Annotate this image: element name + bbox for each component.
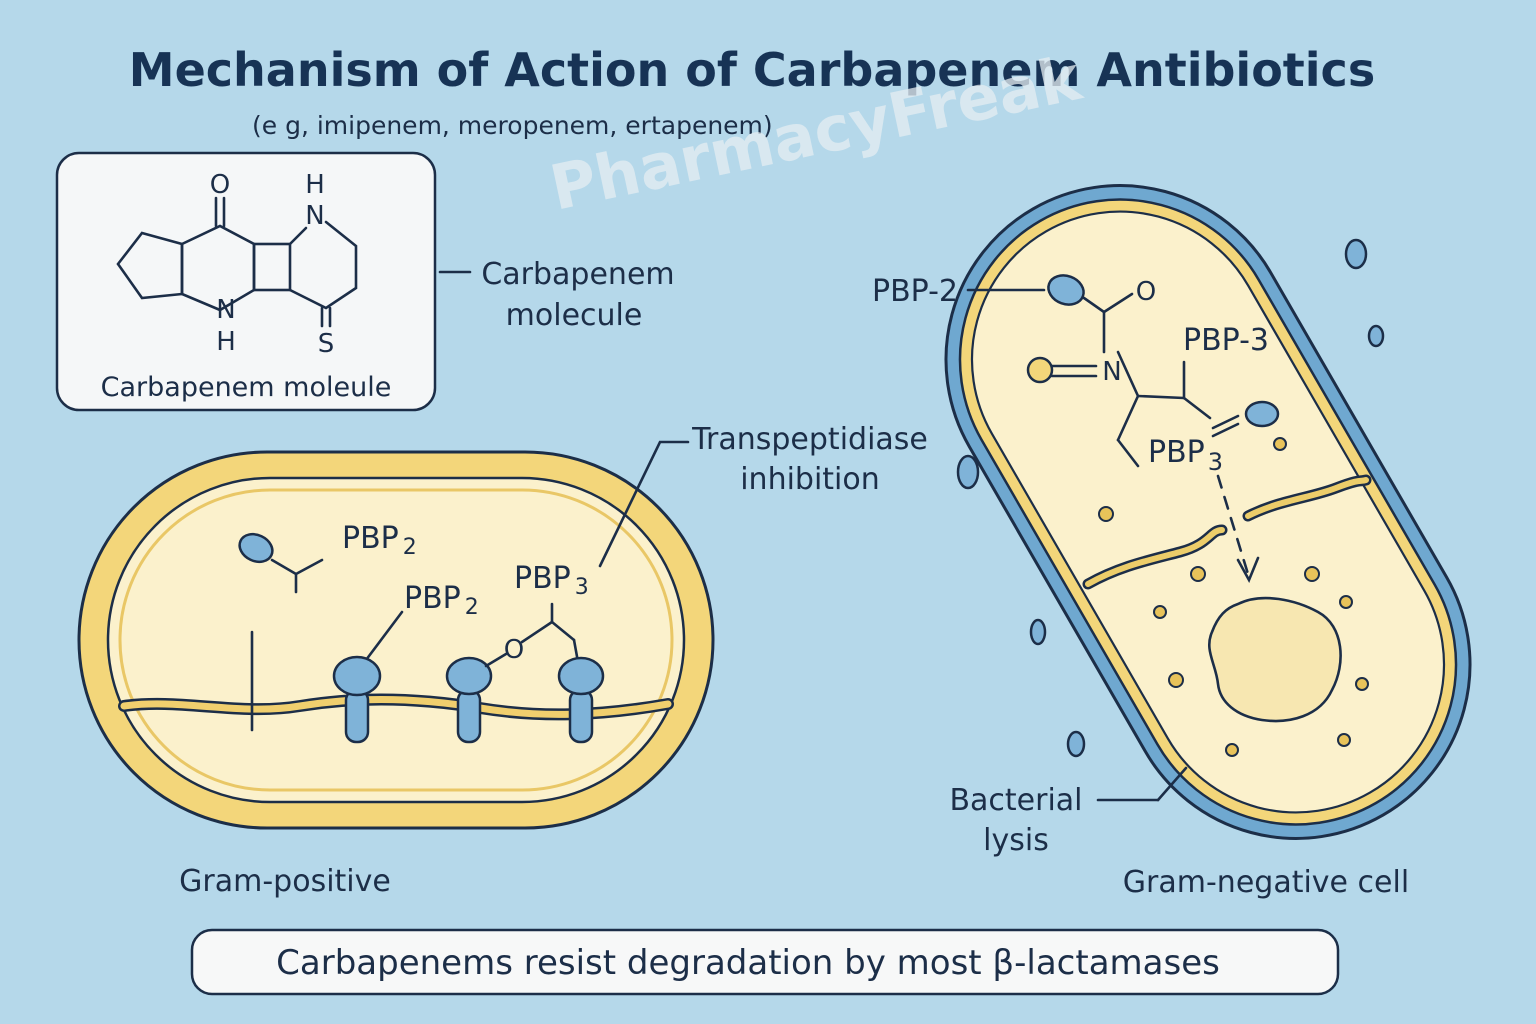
vesicle bbox=[956, 454, 980, 490]
granule bbox=[1337, 733, 1351, 747]
footer-note: Carbapenems resist degradation by most β… bbox=[276, 943, 1220, 983]
gram-negative-label: Gram-negative cell bbox=[1123, 865, 1409, 900]
pbp3-gram-negative-icon bbox=[1244, 400, 1280, 428]
pbp2-double-bond-ring bbox=[1026, 356, 1054, 384]
transpeptidase-callout-line2: inhibition bbox=[740, 462, 880, 497]
granule bbox=[1273, 437, 1287, 451]
lysis-label-line1: Bacterial bbox=[949, 783, 1082, 818]
carbapenem-structure bbox=[116, 196, 358, 328]
atom-o-top: O bbox=[210, 170, 230, 200]
transpeptidase-callout-line bbox=[598, 440, 690, 568]
gram-positive-label: Gram-positive bbox=[179, 864, 391, 899]
molecule-panel: O H N N H S Carbapenem moleule bbox=[55, 151, 437, 412]
pbp2-label: PBP-2 bbox=[872, 274, 958, 309]
vesicle bbox=[1029, 618, 1047, 646]
pbp2-free-icon bbox=[238, 532, 274, 564]
pbp3-upper-label: PBP-3 bbox=[1183, 323, 1269, 358]
atom-h-top: H bbox=[305, 170, 325, 200]
gram-positive-cytoplasm bbox=[118, 488, 674, 792]
gram-negative-atom-o: O bbox=[1136, 277, 1156, 307]
atom-h-bottom: H bbox=[216, 327, 236, 357]
granule bbox=[1190, 566, 1206, 582]
gram-negative-atom-n: N bbox=[1102, 357, 1121, 387]
molecule-caption: Carbapenem moleule bbox=[101, 372, 392, 403]
vesicle bbox=[1066, 730, 1086, 758]
pbp3-membrane-protein bbox=[557, 656, 605, 744]
lysis-arrow bbox=[1216, 474, 1250, 576]
molecule-panel-box bbox=[55, 151, 437, 412]
linker-oxygen: O bbox=[504, 635, 524, 665]
molecule-callout-line2: molecule bbox=[506, 298, 643, 333]
granule bbox=[1355, 677, 1369, 691]
granule bbox=[1304, 566, 1320, 582]
page-title: Mechanism of Action of Carbapenem Antibi… bbox=[129, 43, 1375, 97]
pbp2-membrane-protein bbox=[332, 610, 404, 744]
lysed-cell-blob bbox=[1207, 596, 1342, 723]
vesicle bbox=[1367, 324, 1385, 348]
atom-n-bottom: N bbox=[216, 295, 235, 325]
pbp2-gram-negative-icon bbox=[1047, 274, 1085, 306]
transpeptidase-callout-line1: Transpeptidiase bbox=[691, 422, 928, 457]
granule bbox=[1168, 672, 1184, 688]
granule bbox=[1153, 605, 1167, 619]
atom-s-bottom: S bbox=[318, 329, 335, 359]
vesicle bbox=[1344, 238, 1368, 270]
granule bbox=[1225, 743, 1239, 757]
lysis-label-line2: lysis bbox=[983, 823, 1049, 858]
granule bbox=[1098, 506, 1114, 522]
molecule-callout-line1: Carbapenem bbox=[481, 257, 674, 292]
page-subtitle: (e g, imipenem, meropenem, ertapenem) bbox=[252, 111, 773, 140]
footer-note-box bbox=[190, 928, 1340, 996]
granule bbox=[1339, 595, 1353, 609]
atom-n-top: N bbox=[305, 201, 324, 231]
